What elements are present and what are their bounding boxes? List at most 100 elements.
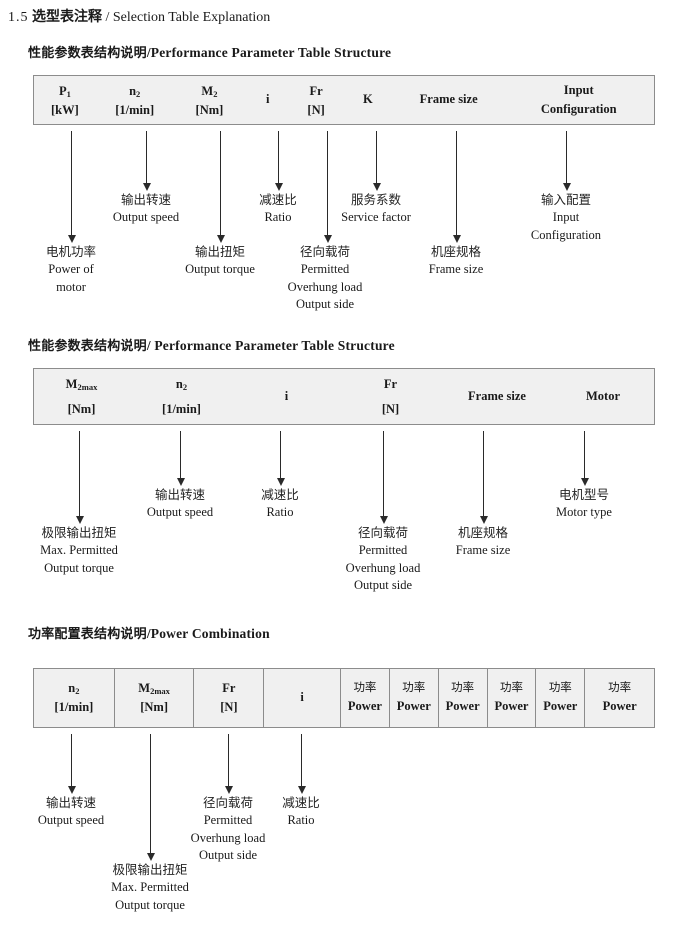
table1-col-n2: n2 [1/min] — [96, 76, 174, 124]
note-max-permitted-output-torque: 极限输出扭矩 Max. Permitted Output torque — [40, 524, 118, 577]
note-overhung-load-en-2: Overhung load — [287, 279, 363, 294]
table3-col-m2max-symbol: M2max — [138, 680, 170, 696]
table3-col-power-6-en: Power — [602, 699, 637, 714]
note-service-factor: 服务系数 Service factor — [341, 191, 411, 227]
note-ratio-3-cn: 减速比 — [282, 795, 320, 810]
page-title-en: Selection Table Explanation — [112, 10, 271, 25]
note-output-speed-3: 输出转速 Output speed — [38, 794, 104, 830]
table1-col-n2-unit: [1/min] — [115, 103, 155, 118]
note-overhung-load-3-en-1: Permitted — [203, 812, 253, 827]
page-title-cn: 选型表注释 — [32, 9, 102, 25]
note-overhung-load-3-en-2: Overhung load — [190, 830, 266, 845]
table3-col-power-1-cn: 功率 — [353, 680, 377, 695]
table2-col-motor: Motor — [552, 369, 654, 424]
note-overhung-load-2-en-3: Output side — [354, 578, 412, 593]
table3-col-power-2-en: Power — [396, 699, 431, 714]
note-overhung-load-2-en-1: Permitted — [358, 542, 408, 557]
section-2-heading-cn: 性能参数表结构说明 — [28, 339, 147, 354]
table2-col-i-symbol: i — [284, 388, 289, 403]
table1-col-p1-sub: 1 — [66, 89, 71, 99]
arrow-to-input-configuration — [562, 131, 571, 191]
table3-col-power-2: 功率 Power — [388, 669, 438, 727]
note-service-factor-cn: 服务系数 — [350, 192, 402, 207]
table3-col-power-6-cn: 功率 — [608, 680, 632, 695]
note-ratio-2: 减速比 Ratio — [261, 486, 299, 522]
note-output-speed: 输出转速 Output speed — [113, 191, 179, 227]
note-overhung-load-en-3: Output side — [296, 297, 354, 312]
arrow-to-ratio-3 — [297, 734, 306, 794]
arrow-to-frame-size-2 — [479, 431, 488, 524]
arrow-to-motor-type — [580, 431, 589, 486]
table1-col-input-line2: Configuration — [540, 102, 617, 116]
note-overhung-load-3: 径向载荷 Permitted Overhung load Output side — [191, 794, 266, 865]
note-max-permitted-3-cn: 极限输出扭矩 — [112, 862, 188, 877]
table3-col-power-1: 功率 Power — [340, 669, 389, 727]
table2-col-fr-unit: [N] — [381, 402, 400, 417]
arrow-to-output-speed-2 — [176, 431, 185, 486]
section-2-heading: 性能参数表结构说明/ Performance Parameter Table S… — [28, 335, 395, 354]
note-service-factor-en-1: Service factor — [341, 209, 411, 224]
note-ratio: 减速比 Ratio — [259, 191, 297, 227]
arrow-to-max-permitted-output-torque-3 — [146, 734, 155, 861]
note-output-torque-cn: 输出扭矩 — [194, 244, 246, 259]
note-frame-size: 机座规格 Frame size — [429, 243, 484, 279]
section-1-heading: 性能参数表结构说明/Performance Parameter Table St… — [28, 42, 391, 61]
note-frame-size-2-cn: 机座规格 — [457, 525, 508, 540]
note-overhung-load-cn: 径向载荷 — [299, 244, 351, 259]
note-max-permitted-en-2: Output torque — [44, 560, 114, 575]
table3-col-i-symbol: i — [300, 690, 304, 705]
note-motor-type-en-1: Motor type — [556, 504, 612, 519]
section-2-heading-en: Performance Parameter Table Structure — [154, 338, 395, 353]
table1-col-p1-unit: [kW] — [51, 103, 79, 118]
table2-col-m2max-symbol: M2max — [65, 377, 98, 392]
arrow-to-service-factor — [372, 131, 381, 191]
table3-col-power-2-cn: 功率 — [402, 680, 426, 695]
arrow-to-permitted-overhung-load-2 — [379, 431, 388, 524]
note-power-of-motor: 电机功率 Power of motor — [46, 243, 96, 296]
table1-col-m2-symbol: M2 — [201, 84, 218, 99]
table3-col-power-5-cn: 功率 — [548, 680, 572, 695]
table1-col-i: i — [245, 76, 290, 124]
table1-col-frame-size: Frame size — [394, 76, 504, 124]
table1-col-fr-unit: [N] — [307, 103, 325, 118]
arrow-to-output-speed-3 — [67, 734, 76, 794]
table3-col-fr-symbol: Fr — [222, 680, 236, 695]
table1-col-fr: Fr [N] — [290, 76, 342, 124]
table2-col-m2max-unit: [Nm] — [67, 402, 96, 417]
power-combination-table: n2 [1/min] M2max [Nm] Fr [N] i 功率 Power … — [33, 668, 655, 728]
section-2-heading-sep: / — [146, 338, 151, 353]
table3-col-n2-sub: 2 — [75, 685, 80, 696]
note-power-of-motor-en-1: Power of — [48, 261, 94, 276]
note-output-torque: 输出扭矩 Output torque — [185, 243, 255, 279]
table2-col-motor-symbol: Motor — [585, 388, 620, 403]
note-max-permitted-cn: 极限输出扭矩 — [41, 525, 117, 540]
section-1-heading-cn: 性能参数表结构说明 — [28, 46, 147, 61]
table1-col-p1-symbol: P1 — [58, 84, 71, 99]
table1-col-m2-sub: 2 — [213, 89, 218, 99]
table3-col-power-4-cn: 功率 — [499, 680, 523, 695]
table1-col-n2-sub: 2 — [136, 89, 141, 99]
note-max-permitted-output-torque-3: 极限输出扭矩 Max. Permitted Output torque — [111, 861, 189, 914]
table1-col-i-symbol: i — [266, 92, 270, 107]
note-output-speed-en-1: Output speed — [112, 209, 180, 224]
arrow-to-ratio — [274, 131, 283, 191]
table2-col-fr-symbol: Fr — [383, 377, 398, 391]
note-overhung-load: 径向载荷 Permitted Overhung load Output side — [288, 243, 363, 314]
arrow-to-output-speed — [142, 131, 151, 191]
performance-parameter-table-1: P1 [kW] n2 [1/min] M2 [Nm] i Fr [N] K Fr… — [33, 75, 655, 125]
table3-col-power-1-en: Power — [347, 699, 382, 714]
arrow-to-frame-size — [452, 131, 461, 243]
note-overhung-load-3-en-3: Output side — [199, 848, 257, 863]
note-output-speed-2-cn: 输出转速 — [154, 487, 205, 502]
note-power-of-motor-en-2: motor — [56, 279, 86, 294]
table3-col-m2max: M2max [Nm] — [113, 669, 194, 727]
note-frame-size-cn: 机座规格 — [430, 244, 481, 259]
note-input-configuration-en-2: Configuration — [530, 227, 602, 242]
table3-col-fr: Fr [N] — [193, 669, 263, 727]
section-1-heading-sep: / — [146, 45, 151, 60]
arrow-to-output-torque — [216, 131, 225, 243]
table3-col-power-5-en: Power — [543, 699, 578, 714]
section-1-heading-en: Performance Parameter Table Structure — [150, 45, 392, 60]
note-output-speed-3-en-1: Output speed — [37, 812, 105, 827]
performance-parameter-table-2: M2max [Nm] n2 [1/min] i Fr [N] Frame siz… — [33, 368, 655, 425]
